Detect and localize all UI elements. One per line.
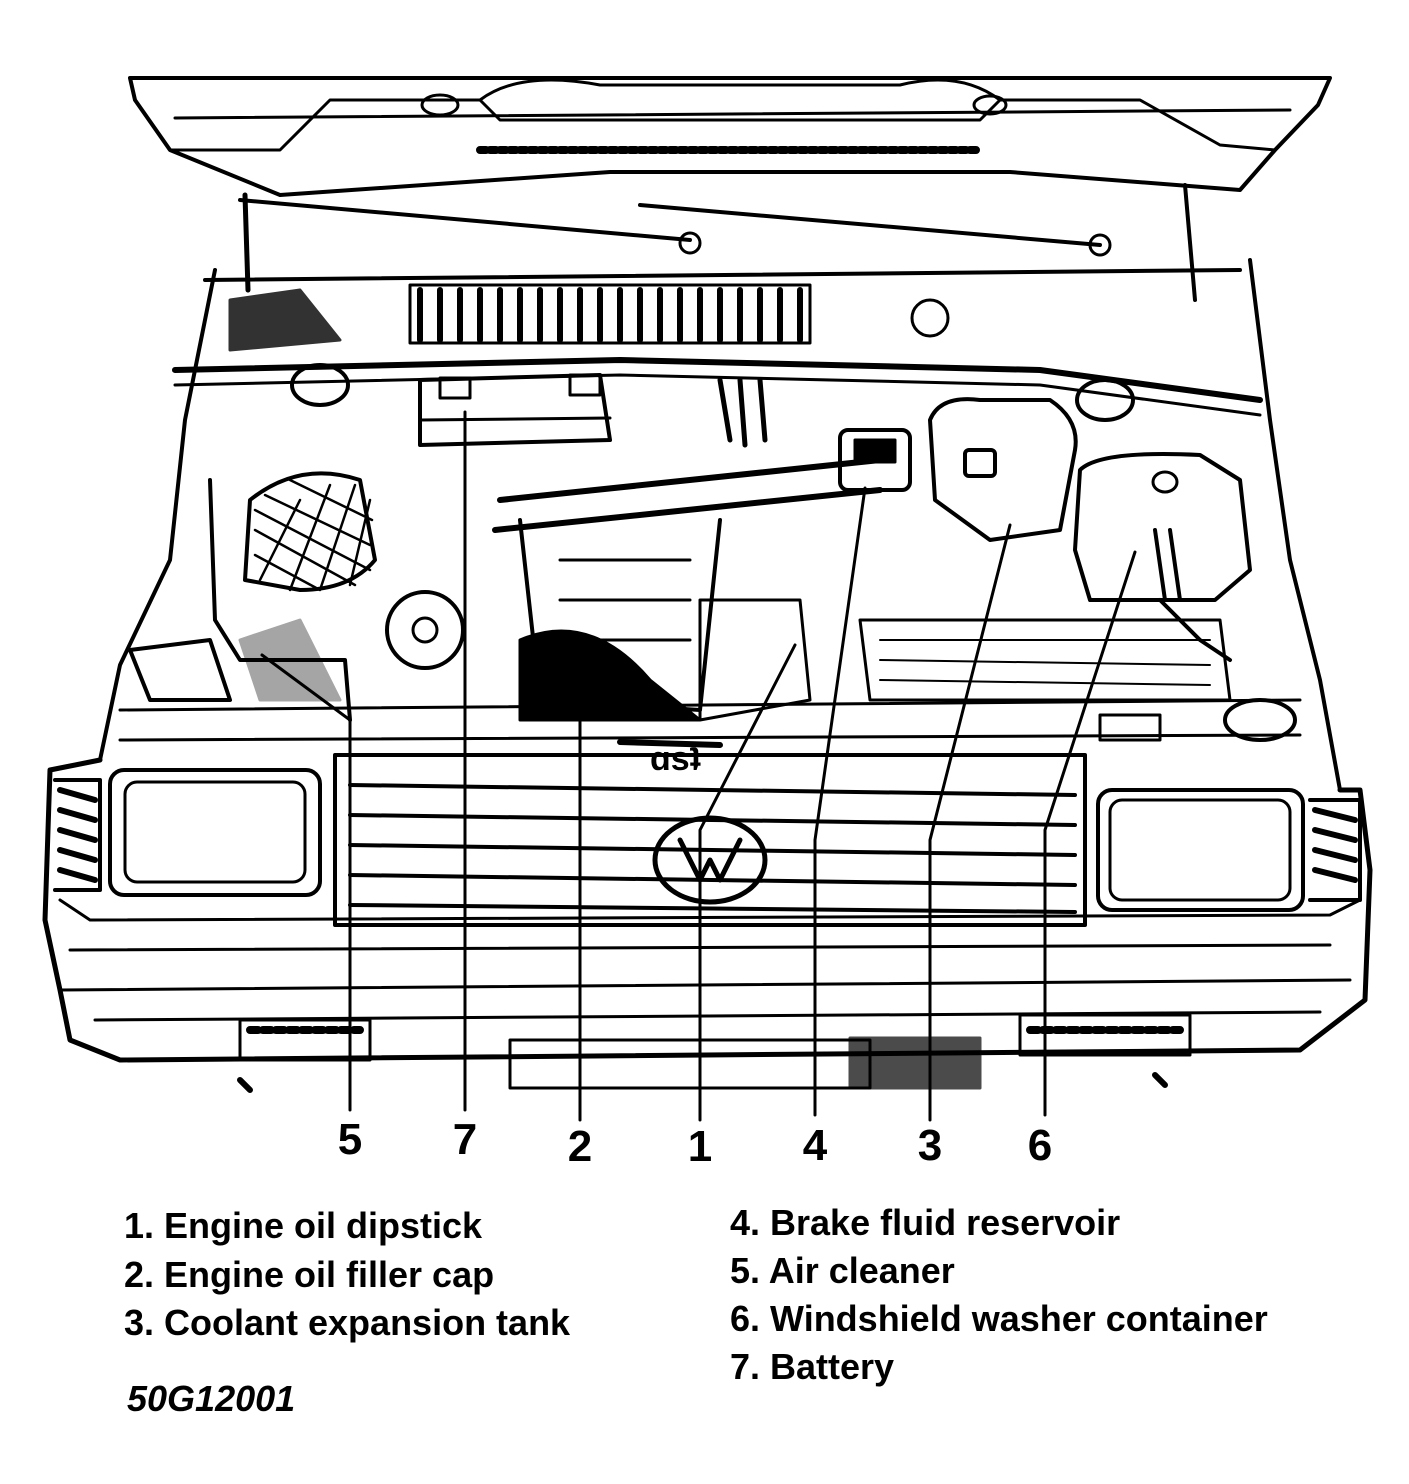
air-cleaner-shape (128, 471, 377, 722)
legend-item-2: 2. Engine oil filler cap (124, 1254, 495, 1295)
legend-item-5: 5. Air cleaner (730, 1250, 955, 1291)
leader-lines (260, 410, 1137, 1122)
callout-5: 5 (337, 1115, 363, 1164)
engine-bay (118, 363, 1302, 742)
legend-item-6: 6. Windshield washer container (730, 1298, 1268, 1339)
callout-6: 6 (1027, 1121, 1053, 1170)
callout-1: 1 (687, 1122, 713, 1171)
leader-line-4 (813, 486, 867, 1117)
figure-id: 50G12001 (127, 1378, 296, 1419)
coolant-tank-shape (928, 397, 1078, 542)
legend-item-1: 1. Engine oil dipstick (124, 1205, 483, 1246)
callout-4: 4 (802, 1121, 828, 1170)
washer-container-shape (1073, 452, 1252, 602)
car-body (42, 258, 1373, 1093)
svg-text:ɑsʇ: ɑsʇ (650, 740, 701, 778)
grille: ɑsʇ (333, 739, 1087, 927)
leader-line-1 (698, 643, 797, 1122)
legend-item-4: 4. Brake fluid reservoir (730, 1202, 1121, 1243)
callout-7: 7 (452, 1115, 478, 1164)
leader-line-6 (1043, 550, 1137, 1117)
battery-shape (418, 373, 612, 447)
right-headlight (1096, 788, 1362, 912)
left-headlight (53, 768, 322, 897)
callout-2: 2 (567, 1122, 593, 1171)
legend-item-7: 7. Battery (730, 1346, 895, 1387)
hood (128, 76, 1332, 302)
leader-line-5 (260, 653, 352, 1112)
brake-reservoir-shape (838, 428, 912, 492)
legend-item-3: 3. Coolant expansion tank (124, 1302, 571, 1343)
callout-3: 3 (917, 1121, 943, 1170)
leader-line-3 (928, 523, 1012, 1122)
cowl (172, 268, 1263, 417)
